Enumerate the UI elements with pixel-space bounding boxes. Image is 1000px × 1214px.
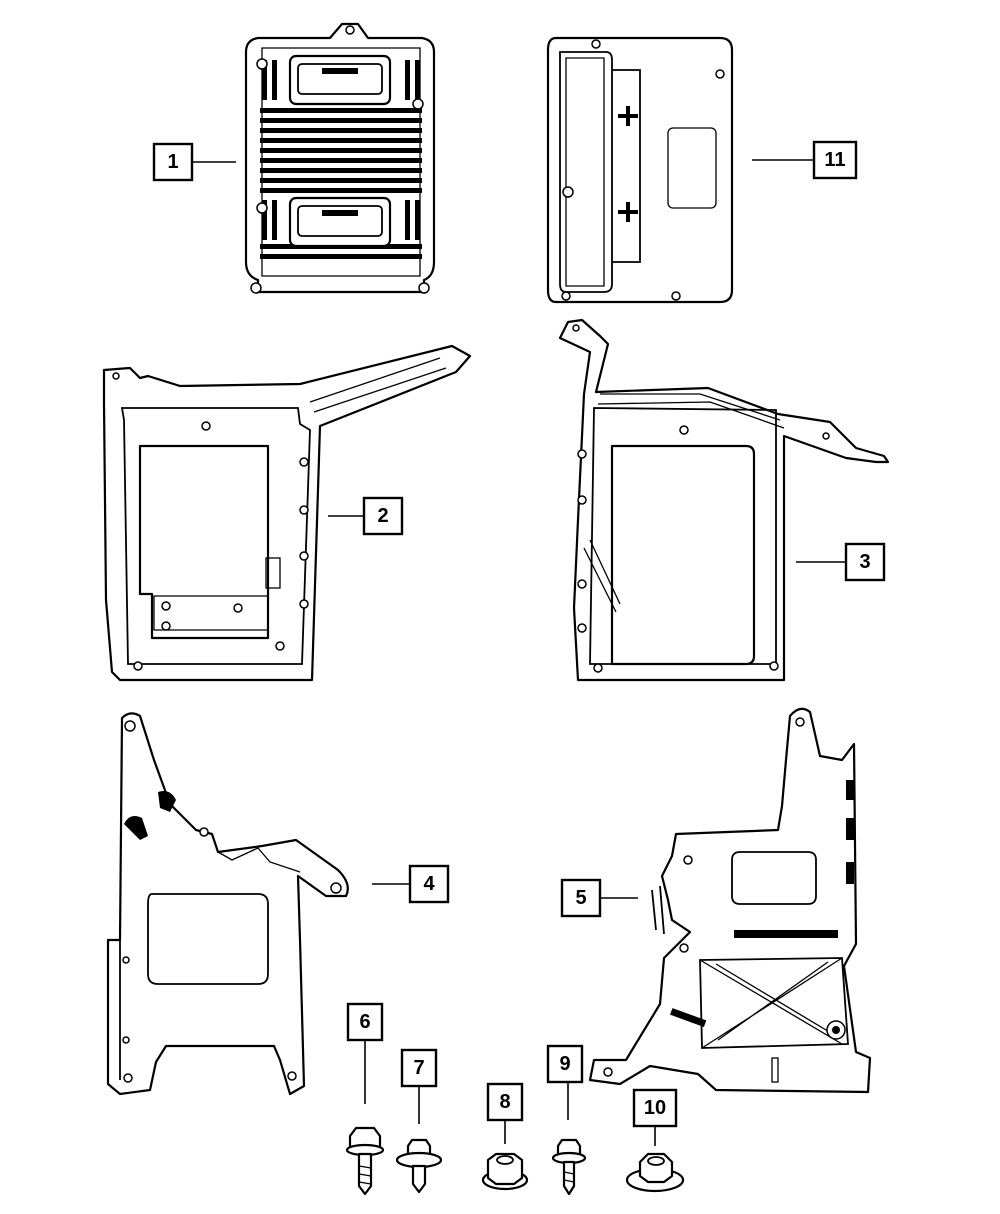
callout-1-label: 1 bbox=[167, 151, 178, 173]
callout-7: 7 bbox=[400, 1048, 438, 1088]
callout-7-label: 7 bbox=[413, 1057, 424, 1079]
cross-fastener-bottom bbox=[618, 202, 638, 222]
callout-11: 11 bbox=[812, 140, 858, 180]
bracket-5 bbox=[588, 707, 872, 1094]
bracket-2 bbox=[102, 344, 472, 682]
connector-bottom bbox=[288, 196, 392, 248]
callout-8-label: 8 bbox=[499, 1091, 510, 1113]
nut-10 bbox=[625, 1152, 685, 1193]
flat-module bbox=[546, 36, 734, 304]
callout-6-label: 6 bbox=[359, 1011, 370, 1033]
bolt-7 bbox=[395, 1138, 443, 1194]
callout-2: 2 bbox=[362, 496, 404, 536]
callout-2-label: 2 bbox=[377, 505, 388, 527]
bolt-9 bbox=[551, 1138, 587, 1196]
callout-5: 5 bbox=[560, 878, 602, 918]
callout-9: 9 bbox=[546, 1044, 584, 1084]
cross-fastener-top bbox=[618, 106, 638, 126]
callout-3-label: 3 bbox=[859, 551, 870, 573]
callout-10: 10 bbox=[632, 1088, 678, 1128]
nut-8 bbox=[481, 1152, 529, 1191]
bracket-3 bbox=[558, 318, 890, 682]
bracket-4 bbox=[106, 712, 349, 1096]
callout-11-label: 11 bbox=[824, 149, 845, 171]
callout-1: 1 bbox=[152, 142, 194, 182]
callout-4: 4 bbox=[408, 864, 450, 904]
clip-nut bbox=[826, 1020, 846, 1040]
callout-5-label: 5 bbox=[575, 887, 586, 909]
connector-top bbox=[288, 54, 392, 106]
callout-3: 3 bbox=[844, 542, 886, 582]
callout-10-label: 10 bbox=[644, 1097, 666, 1119]
callout-4-label: 4 bbox=[423, 873, 435, 895]
callout-6: 6 bbox=[346, 1002, 384, 1042]
engine-control-module bbox=[244, 22, 436, 294]
callout-9-label: 9 bbox=[559, 1053, 570, 1075]
bolt-6 bbox=[345, 1126, 385, 1196]
callout-8: 8 bbox=[486, 1082, 524, 1122]
